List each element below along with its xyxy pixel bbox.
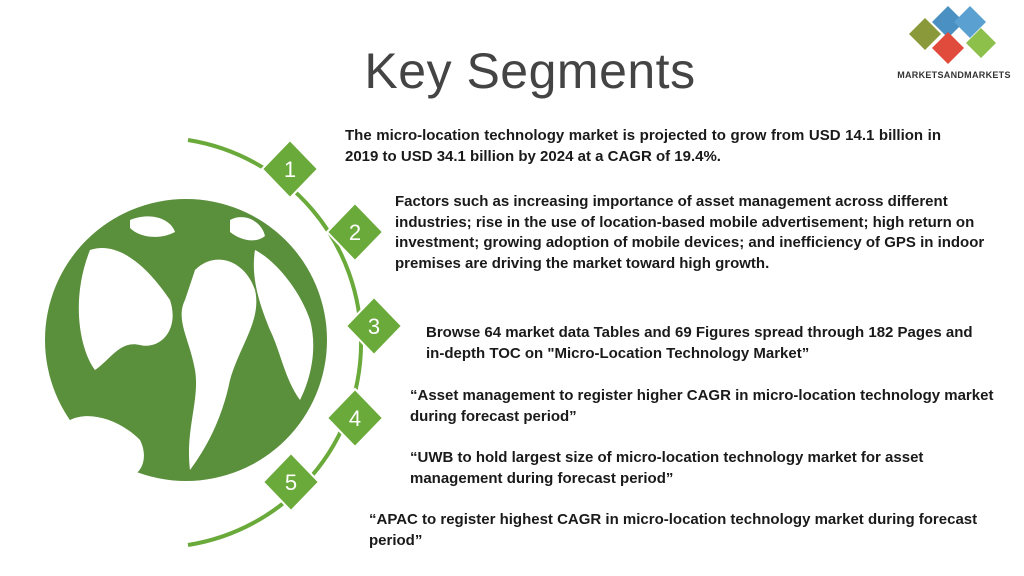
marker-4: 4: [325, 387, 385, 449]
globe: [45, 199, 327, 481]
logo-diamond-3: [954, 6, 986, 38]
uwb-quote: “UWB to hold largest size of micro-locat…: [410, 449, 924, 487]
marker-3: 3: [344, 295, 404, 357]
ocean-patch: [253, 250, 314, 400]
browse-report-text: Browse 64 market data Tables and 69 Figu…: [426, 324, 973, 362]
logo-diamond-2: [932, 6, 964, 38]
company-logo: [909, 6, 996, 64]
apac-quote: “APAC to register highest CAGR in micro-…: [369, 511, 978, 549]
logo-diamond-5: [966, 28, 996, 58]
marker-2: 2: [325, 201, 385, 263]
market-projection-text: The micro-location technology market is …: [345, 127, 941, 165]
page-title: Key Segments: [364, 43, 696, 99]
ocean-patch: [230, 217, 265, 241]
ocean-patch: [181, 259, 257, 470]
logo-diamond-1: [909, 18, 941, 50]
logo-diamond-4: [932, 32, 964, 64]
marker-5: 5: [261, 451, 321, 513]
marker-2-number: 2: [349, 220, 361, 245]
marker-3-number: 3: [368, 314, 380, 339]
logo-text: MARKETSANDMARKETS: [897, 70, 1011, 80]
growth-factors-text: Factors such as increasing importance of…: [395, 193, 985, 272]
ocean-patch: [130, 216, 175, 237]
ocean-patch: [70, 416, 144, 479]
marker-1-number: 1: [284, 157, 296, 182]
asset-management-quote: “Asset management to register higher CAG…: [410, 387, 994, 425]
marker-4-number: 4: [349, 406, 361, 431]
globe-graphic: 1 2 3 4 5: [45, 138, 404, 547]
ocean-patch: [78, 248, 173, 370]
marker-1: 1: [260, 138, 320, 200]
marker-5-number: 5: [285, 470, 297, 495]
